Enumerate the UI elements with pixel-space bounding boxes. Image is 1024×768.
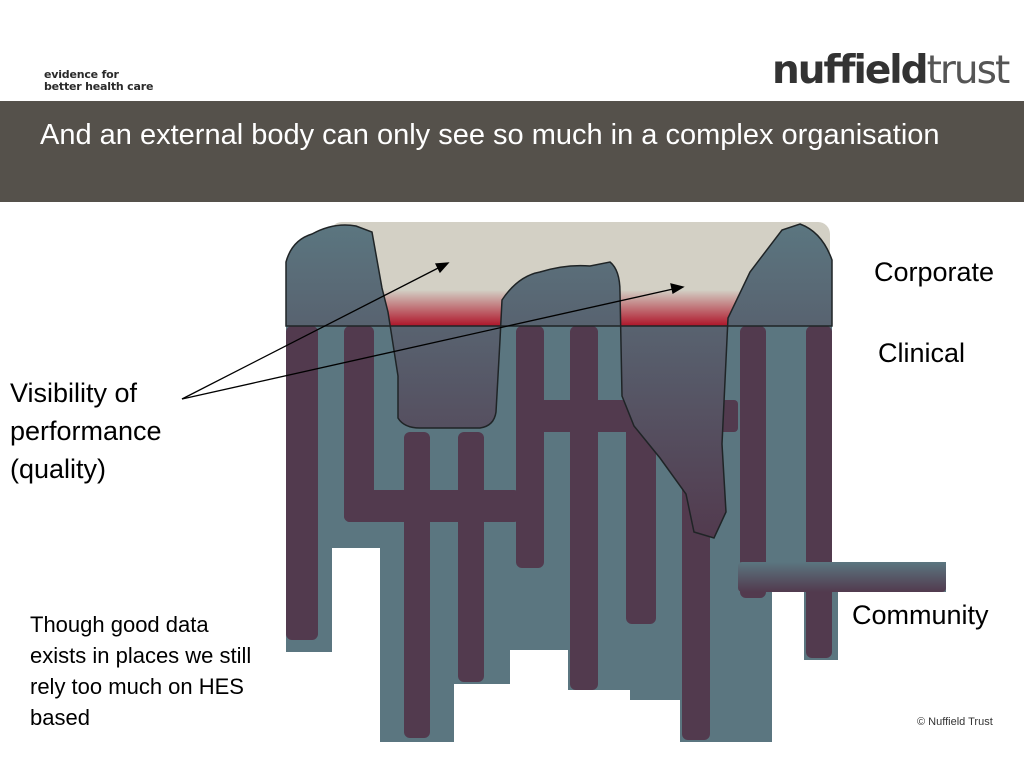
slide-title: And an external body can only see so muc… [40, 119, 940, 151]
tagline-line-2: better health care [44, 80, 154, 93]
pillar [344, 326, 374, 522]
logo-word-nuffield: nuffield [772, 48, 929, 93]
data-note: Though good data exists in places we sti… [30, 612, 252, 730]
copyright: © Nuffield Trust [917, 716, 993, 728]
pillar [458, 432, 484, 682]
title-bar: And an external body can only see so muc… [0, 101, 1024, 202]
community-structure [286, 326, 946, 742]
arrow-head [434, 262, 450, 274]
arrow-to-corporate [181, 263, 447, 400]
label-corporate: Corporate [874, 257, 995, 287]
pillar [286, 326, 318, 640]
arrow-to-clinical [181, 286, 683, 400]
pillar [570, 326, 598, 690]
pillar [516, 326, 544, 568]
nuffield-trust-logo: nuffieldtrust [772, 48, 1011, 93]
label-visibility: Visibility of performance (quality) [10, 374, 210, 488]
community-extension [738, 562, 946, 592]
logo-word-trust: trust [926, 48, 1011, 93]
arrow-head [670, 283, 685, 295]
pillar [404, 432, 430, 738]
label-clinical: Clinical [878, 338, 966, 368]
pillar [344, 490, 520, 522]
tagline-line-1: evidence for [44, 68, 119, 81]
label-community: Community [852, 600, 989, 630]
pillar [626, 400, 656, 624]
visibility-line-3: (quality) [10, 454, 107, 484]
pillar [740, 326, 766, 598]
visibility-line-1: Visibility of [10, 378, 138, 408]
visibility-line-2: performance [10, 416, 162, 446]
visibility-arrows [181, 262, 685, 400]
pillar [806, 326, 832, 658]
tagline: evidence for better health care [44, 69, 153, 93]
visibility-outcrop-left [285, 223, 833, 539]
pillar [682, 480, 710, 740]
